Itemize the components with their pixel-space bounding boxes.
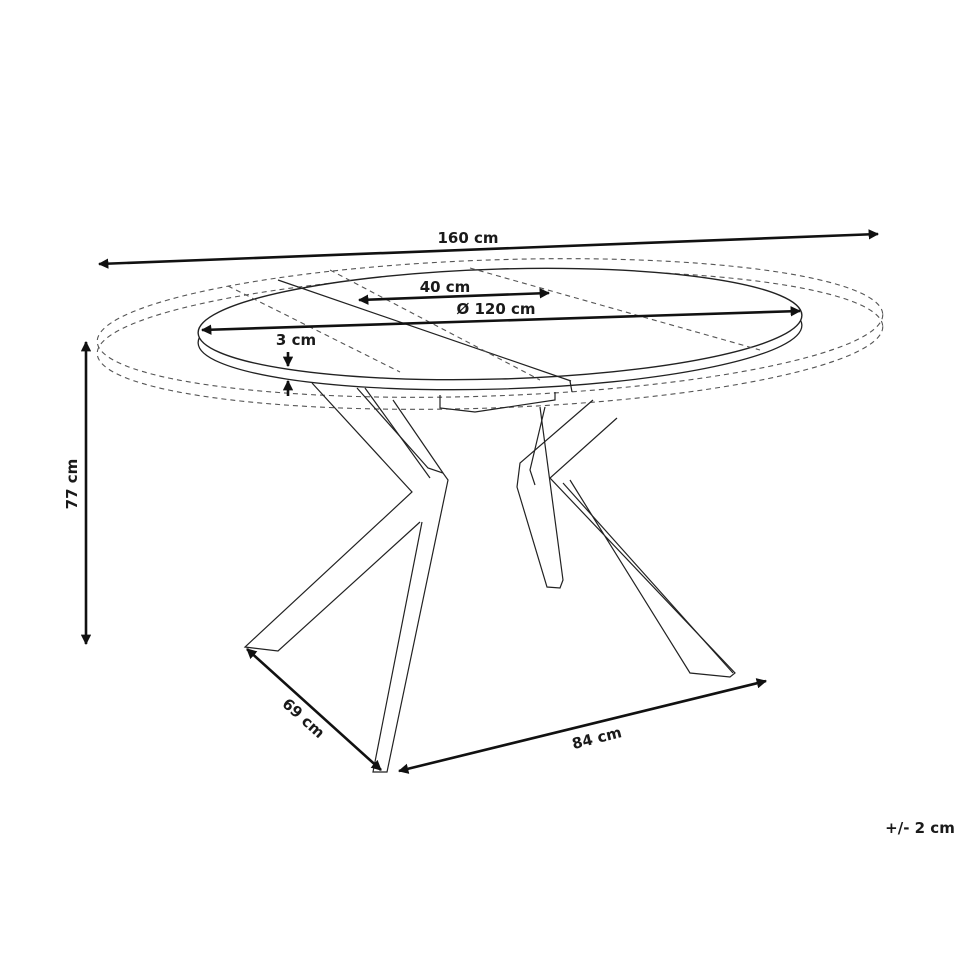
label-77: 77 cm [63, 459, 81, 510]
dim-line-69 [246, 648, 382, 771]
dim-line-120 [200, 306, 802, 335]
label-diameter: Ø 120 cm [456, 300, 535, 318]
label-tolerance: +/- 2 cm [885, 819, 955, 837]
label-160: 160 cm [437, 229, 498, 247]
dim-line-84 [397, 678, 768, 774]
dim-line-40 [357, 288, 551, 305]
label-3: 3 cm [276, 331, 316, 349]
table-legs [243, 382, 736, 773]
label-69: 69 cm [279, 695, 329, 742]
table-top [197, 267, 803, 393]
label-40: 40 cm [420, 278, 471, 296]
dim-line-160 [97, 229, 880, 269]
